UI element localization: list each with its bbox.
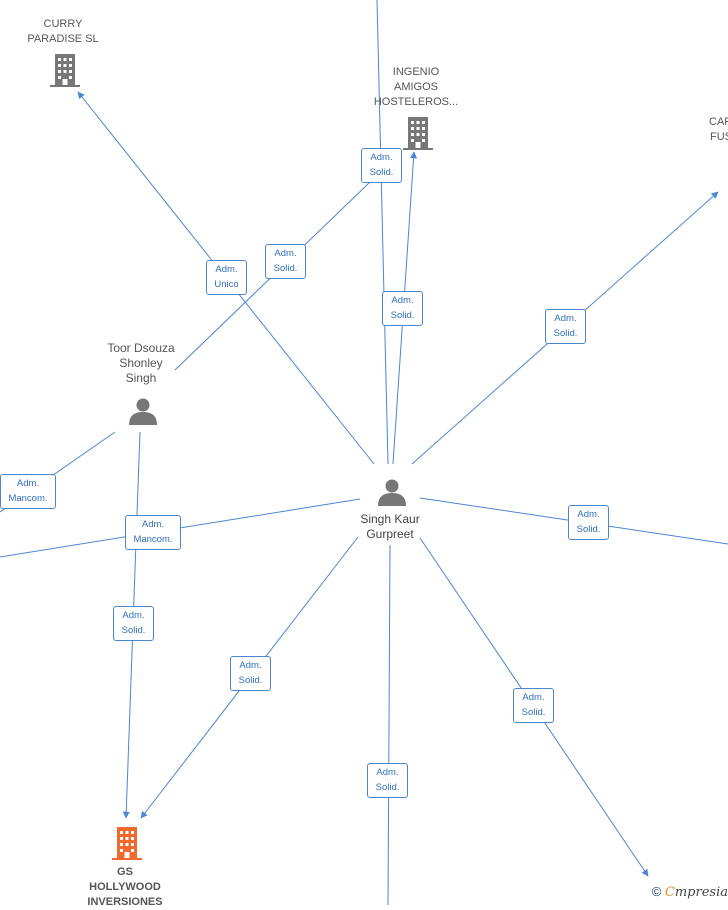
building-icon[interactable] — [112, 826, 142, 861]
building-icon[interactable] — [50, 53, 80, 87]
edge-label-singh-gs[interactable]: Adm.Solid. — [230, 656, 271, 691]
node-label-curry[interactable]: CURRY PARADISE SL — [27, 18, 99, 45]
node-label-gs[interactable]: GS HOLLYWOOD INVERSIONES — [87, 866, 163, 908]
edge-label-singh-right[interactable]: Adm.Solid. — [568, 505, 609, 540]
node-label-toor[interactable]: Toor Dsouza Shonley Singh — [107, 341, 175, 385]
brand-logo: Cmpresia — [664, 885, 728, 900]
person-icon[interactable] — [377, 477, 407, 507]
copyright-icon: © — [651, 884, 662, 899]
edge-label-toor-ingenio-2[interactable]: Adm.Solid. — [265, 244, 306, 279]
edge-label-singh-bottom[interactable]: Adm.Solid. — [367, 763, 408, 798]
node-label-singh[interactable]: Singh Kaur Gurpreet — [360, 512, 420, 541]
edge-singh-top — [376, 0, 389, 465]
edge-label-toor-left[interactable]: Adm.Mancom. — [0, 474, 56, 509]
edge-label-singh-bottomright[interactable]: Adm.Solid. — [513, 688, 554, 723]
node-label-ingenio[interactable]: INGENIO AMIGOS HOSTELEROS... — [373, 66, 459, 108]
edge-label-singh-curry[interactable]: Adm.Unico — [206, 260, 247, 295]
edge-label-singh-left[interactable]: Adm.Mancom. — [125, 515, 181, 550]
edge-label-toor-ingenio[interactable]: Adm.Solid. — [361, 148, 402, 183]
edge-label-singh-ingenio[interactable]: Adm.Solid. — [382, 291, 423, 326]
edge-singh-bottom — [387, 544, 391, 905]
empresia-watermark[interactable]: © Cmpresia — [652, 884, 728, 900]
building-icon[interactable] — [403, 116, 433, 150]
node-label-car[interactable]: CAR FUS — [709, 116, 728, 143]
edge-label-singh-car[interactable]: Adm.Solid. — [545, 309, 586, 344]
person-icon[interactable] — [128, 396, 158, 426]
edge-label-toor-gs[interactable]: Adm.Solid. — [113, 606, 154, 641]
